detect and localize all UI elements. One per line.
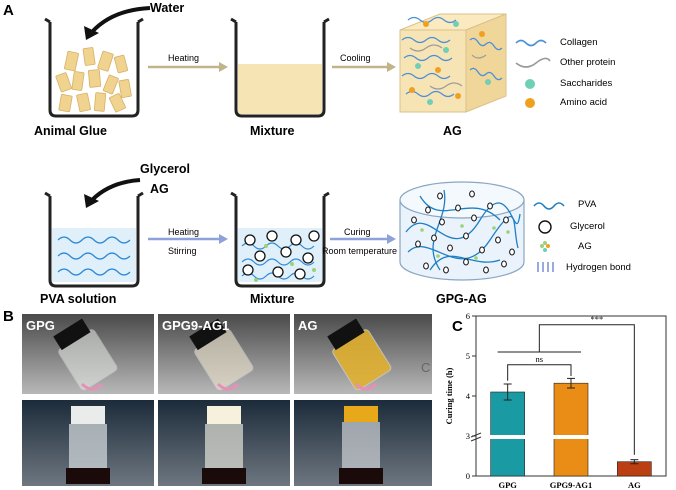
stray-mark: C — [421, 360, 431, 375]
axis-break-mark — [470, 432, 482, 438]
pva-solution-label: PVA solution — [40, 292, 117, 306]
y-tick-label: 6 — [466, 311, 470, 321]
bar-gpg — [490, 391, 525, 477]
panel-label-b: B — [3, 308, 14, 325]
ag-cube — [399, 13, 507, 113]
legend-amino-acid: Amino acid — [560, 97, 607, 108]
beaker-animal-glue — [44, 17, 144, 118]
photo-gpg-upright — [22, 400, 154, 486]
x-tick-label: GPG9-AG1 — [550, 480, 593, 490]
photo-gpg9-ag1-upright — [158, 400, 290, 486]
sig-label-star: *** — [590, 314, 603, 324]
legend-pva: PVA — [578, 199, 597, 210]
legend-collagen-swatch — [515, 39, 547, 47]
glycerol-label: Glycerol — [140, 162, 191, 176]
caption-ag: AG — [298, 318, 318, 333]
cooling-label: Cooling — [340, 53, 371, 63]
x-tick-label: GPG — [498, 480, 517, 490]
room-temperature-label: Room temperature — [322, 246, 398, 256]
photo-grid — [22, 314, 432, 486]
gpg-ag-cylinder — [399, 181, 525, 281]
x-tick-label: AG — [628, 480, 641, 490]
beaker-pva-solution — [44, 191, 144, 288]
y-axis-label: Curing time (h) — [444, 368, 454, 425]
water-arrow — [90, 6, 151, 34]
gpg-ag-label: GPG-AG — [436, 292, 487, 306]
legend-collagen: Collagen — [560, 37, 598, 48]
caption-gpg9-ag1: GPG9-AG1 — [162, 318, 230, 333]
curing-label: Curing — [344, 227, 371, 237]
legend-ag: AG — [578, 241, 592, 252]
mixture-label-2: Mixture — [250, 292, 295, 306]
photo-gpg9-ag1-tilted — [158, 314, 290, 394]
caption-gpg: GPG — [26, 318, 55, 333]
axis-break-mark — [470, 436, 482, 442]
sig-bracket-star — [538, 324, 635, 455]
beaker-mixture — [230, 17, 330, 118]
animal-glue-label: Animal Glue — [34, 124, 107, 138]
sig-bracket-ns — [507, 364, 572, 381]
ag-input-label: AG — [150, 182, 169, 196]
water-label: Water — [150, 1, 185, 15]
legend-other-protein: Other protein — [560, 57, 616, 68]
legend-glycerol: Glycerol — [570, 221, 605, 232]
mixture-label-1: Mixture — [250, 124, 295, 138]
legend-saccharides-swatch — [525, 79, 535, 89]
heating-label-2: Heating — [168, 227, 200, 237]
y-tick-label: 4 — [466, 391, 471, 401]
ag-label-1: AG — [443, 124, 462, 138]
heating-label-1: Heating — [168, 53, 200, 63]
photo-gpg-tilted — [22, 314, 154, 394]
bar-break-band — [553, 435, 589, 439]
legend-amino-acid-swatch — [525, 98, 535, 108]
legend-hydrogen-bond-swatch — [537, 262, 554, 272]
glycerol-arrow — [90, 178, 141, 202]
bar-gpg9-ag1 — [553, 382, 589, 477]
photo-ag-upright — [294, 400, 432, 486]
row1-schematic — [44, 6, 565, 288]
sig-label-ns: ns — [536, 354, 544, 364]
legend-glycerol-swatch — [538, 220, 552, 234]
bar-break-band — [489, 435, 526, 439]
beaker-mixture-2 — [230, 191, 330, 288]
legend-other-protein-swatch — [515, 57, 551, 68]
legend-saccharides: Saccharides — [560, 78, 613, 89]
y-tick-label: 3 — [466, 431, 470, 441]
legend-pva-swatch — [533, 202, 565, 210]
stirring-label: Stirring — [168, 246, 197, 256]
panel-label-c: C — [452, 318, 463, 335]
y-tick-label: 0 — [466, 471, 470, 481]
y-tick-label: 5 — [466, 351, 470, 361]
panel-label-a: A — [3, 2, 14, 19]
legend-hydrogen-bond: Hydrogen bond — [566, 262, 631, 273]
legend-ag-swatch — [540, 241, 550, 252]
photo-ag-tilted — [294, 314, 432, 394]
